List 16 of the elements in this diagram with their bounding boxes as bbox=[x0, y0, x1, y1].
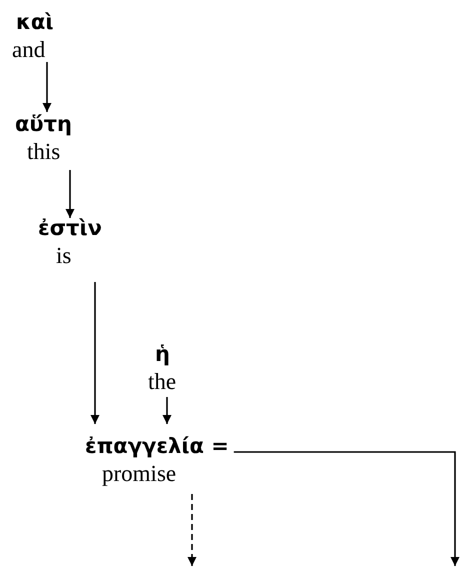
arrow bbox=[234, 451, 460, 566]
arrow bbox=[90, 282, 100, 424]
arrow bbox=[66, 170, 74, 218]
english-gloss: promise bbox=[102, 460, 176, 488]
arrow bbox=[42, 62, 52, 112]
english-gloss: and bbox=[12, 36, 46, 64]
greek-word: αὕτη bbox=[15, 111, 72, 138]
english-gloss: the bbox=[148, 368, 176, 396]
greek-word: ἐστὶν bbox=[38, 215, 102, 242]
greek-word: ἡ bbox=[155, 341, 170, 368]
english-gloss: is bbox=[56, 242, 72, 270]
arrow bbox=[162, 397, 172, 424]
english-gloss: this bbox=[27, 138, 60, 166]
arrow bbox=[188, 494, 196, 566]
greek-word: ἐπαγγελία = bbox=[85, 433, 229, 460]
greek-word: καὶ bbox=[16, 9, 54, 36]
